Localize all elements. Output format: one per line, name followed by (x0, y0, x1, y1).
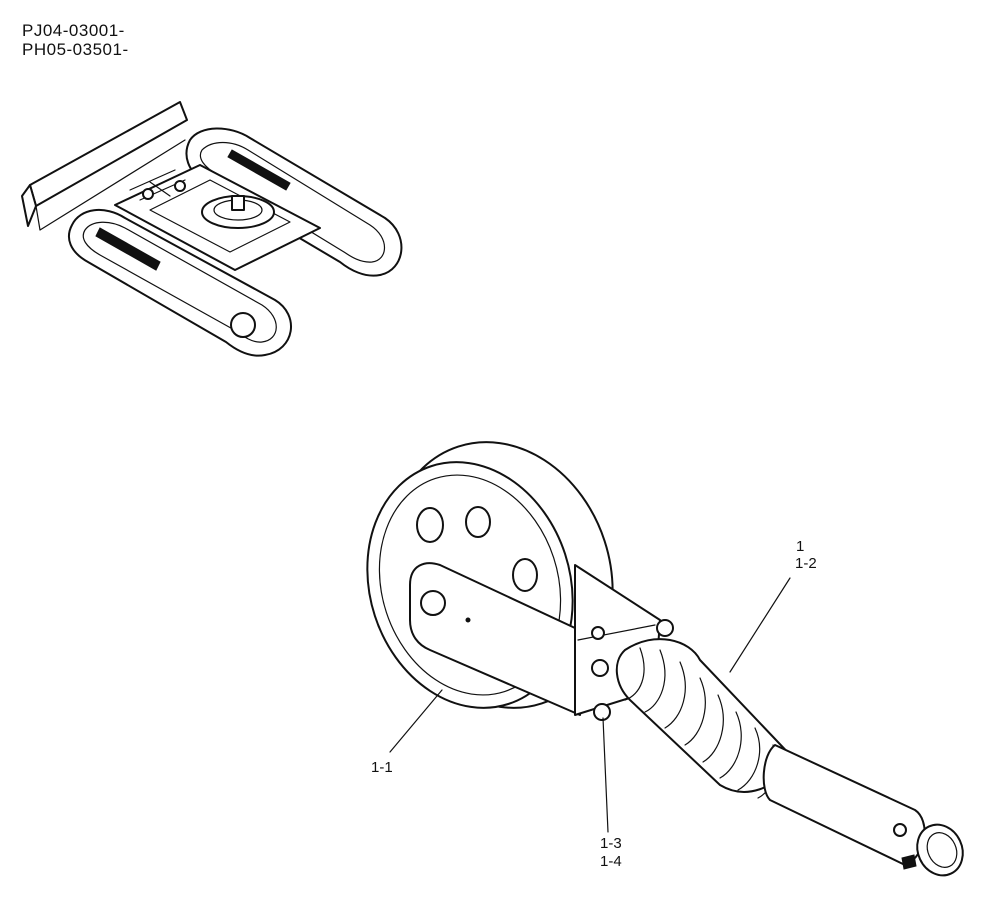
leader-1-3 (602, 717, 609, 833)
leader-1-2 (729, 577, 791, 673)
callout-1-2: 1-2 (795, 555, 817, 572)
leader-1-1 (389, 689, 443, 753)
undercarriage-overview-illustration (21, 101, 403, 357)
serial-number-range-1: PJ04-03001- (22, 21, 125, 40)
callout-1-4: 1-4 (600, 853, 622, 870)
callout-1-1: 1-1 (371, 759, 393, 776)
front-idler-assembly-illustration (366, 441, 964, 877)
serial-number-range-2: PH05-03501- (22, 40, 129, 59)
callout-1: 1 (796, 538, 805, 555)
callout-1-3: 1-3 (600, 835, 622, 852)
callout-leader-lines (389, 577, 791, 833)
